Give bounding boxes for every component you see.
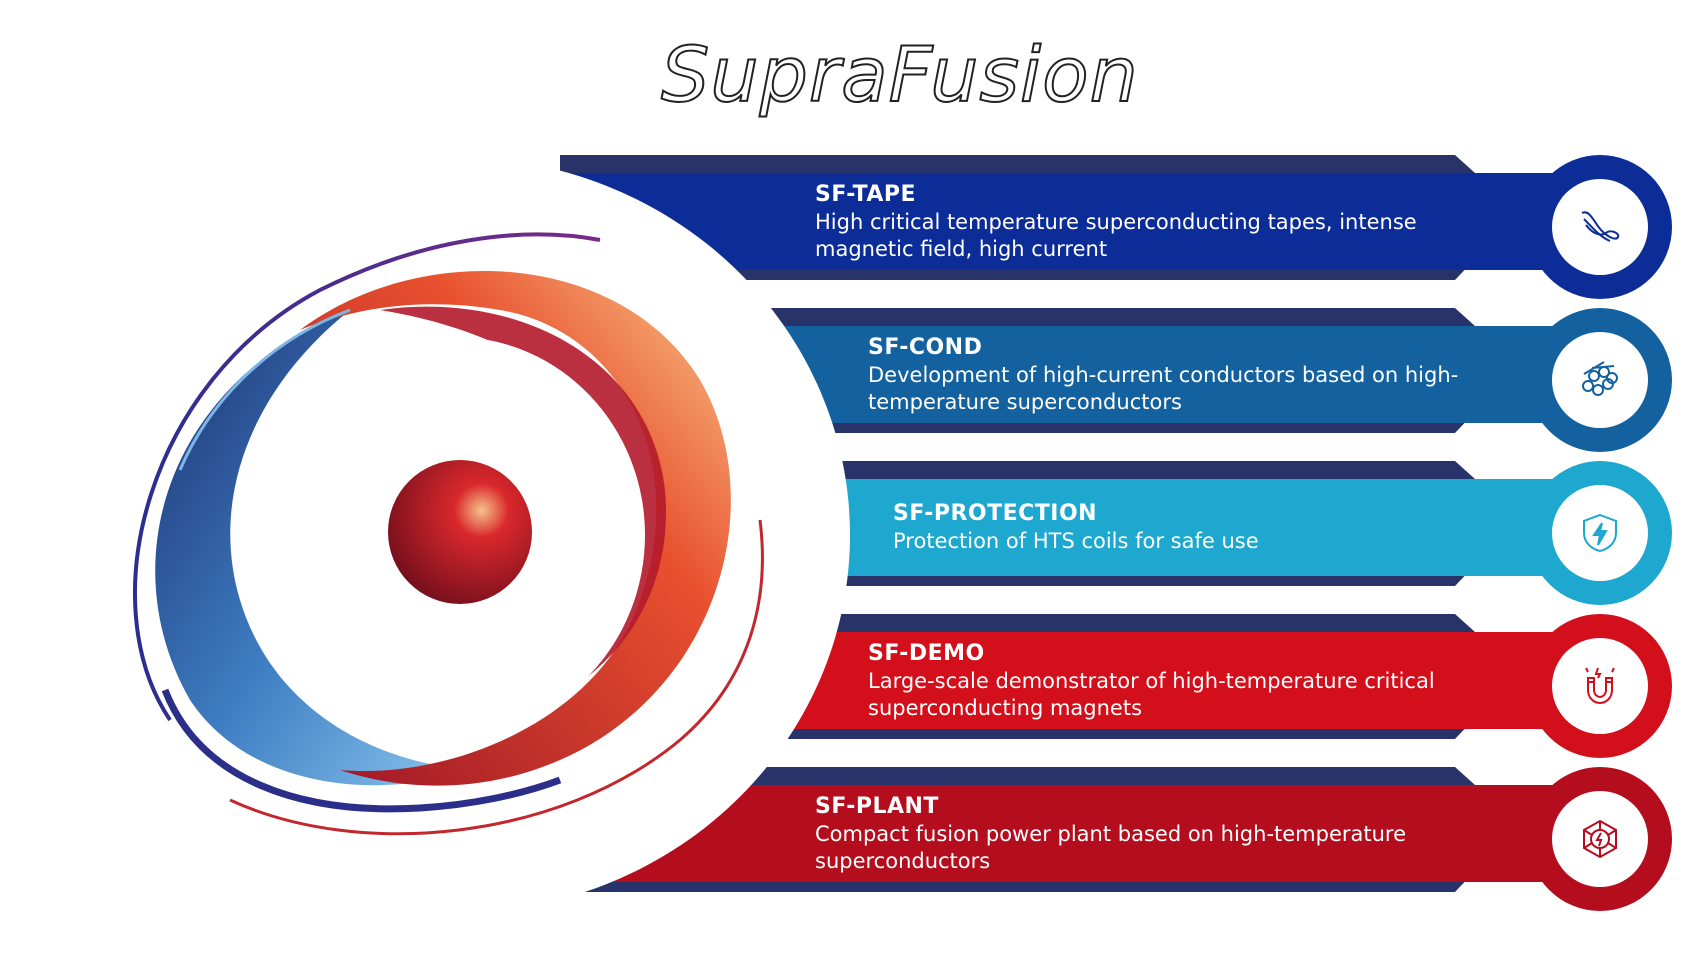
band-title: SF-PLANT — [815, 793, 939, 819]
band-tape — [560, 155, 1560, 280]
icon-badge-cond — [1528, 308, 1672, 452]
icons-layer — [1528, 155, 1672, 911]
icon-badge-protection — [1528, 461, 1672, 605]
icon-disc-demo — [1552, 638, 1648, 734]
band-title: SF-DEMO — [868, 640, 985, 666]
icon-disc-cond — [1552, 332, 1648, 428]
logo-arc-lightblue — [178, 308, 351, 471]
logo-arc-navy — [161, 688, 562, 813]
band-fill-tape — [560, 173, 1560, 270]
icon-badge-demo — [1528, 614, 1672, 758]
logo-blue-crescent — [155, 310, 471, 786]
band-description: Large-scale demonstrator of high-tempera… — [868, 668, 1435, 720]
magnet-icon — [1585, 667, 1615, 705]
band-title: SF-COND — [868, 334, 983, 360]
conductor-cables-icon — [1582, 361, 1618, 396]
power-plant-network-icon — [1583, 819, 1617, 859]
icon-badge-plant — [1528, 767, 1672, 911]
band-text-protection: SF-PROTECTION Protection of HTS coils for… — [893, 500, 1543, 555]
band-title: SF-PROTECTION — [893, 501, 1098, 526]
band-description: Development of high-current conductors b… — [868, 362, 1459, 414]
shield-lightning-icon — [1583, 513, 1617, 553]
tape-icon — [1581, 211, 1620, 242]
logo-arc-outer-red — [229, 519, 764, 836]
page-title: SupraFusion — [660, 29, 1139, 120]
suprafusion-logo — [132, 232, 764, 836]
band-title: SF-TAPE — [815, 181, 917, 207]
logo-red-ring — [300, 270, 731, 786]
logo-arc-outer — [132, 232, 601, 722]
band-description: Protection of HTS coils for safe use — [893, 529, 1259, 553]
icon-badge-tape — [1528, 155, 1672, 299]
band-description: Compact fusion power plant based on high… — [815, 821, 1407, 873]
logo-core-sphere — [388, 460, 532, 604]
icon-disc-tape — [1552, 179, 1648, 275]
band-description: High critical temperature superconductin… — [815, 209, 1417, 261]
